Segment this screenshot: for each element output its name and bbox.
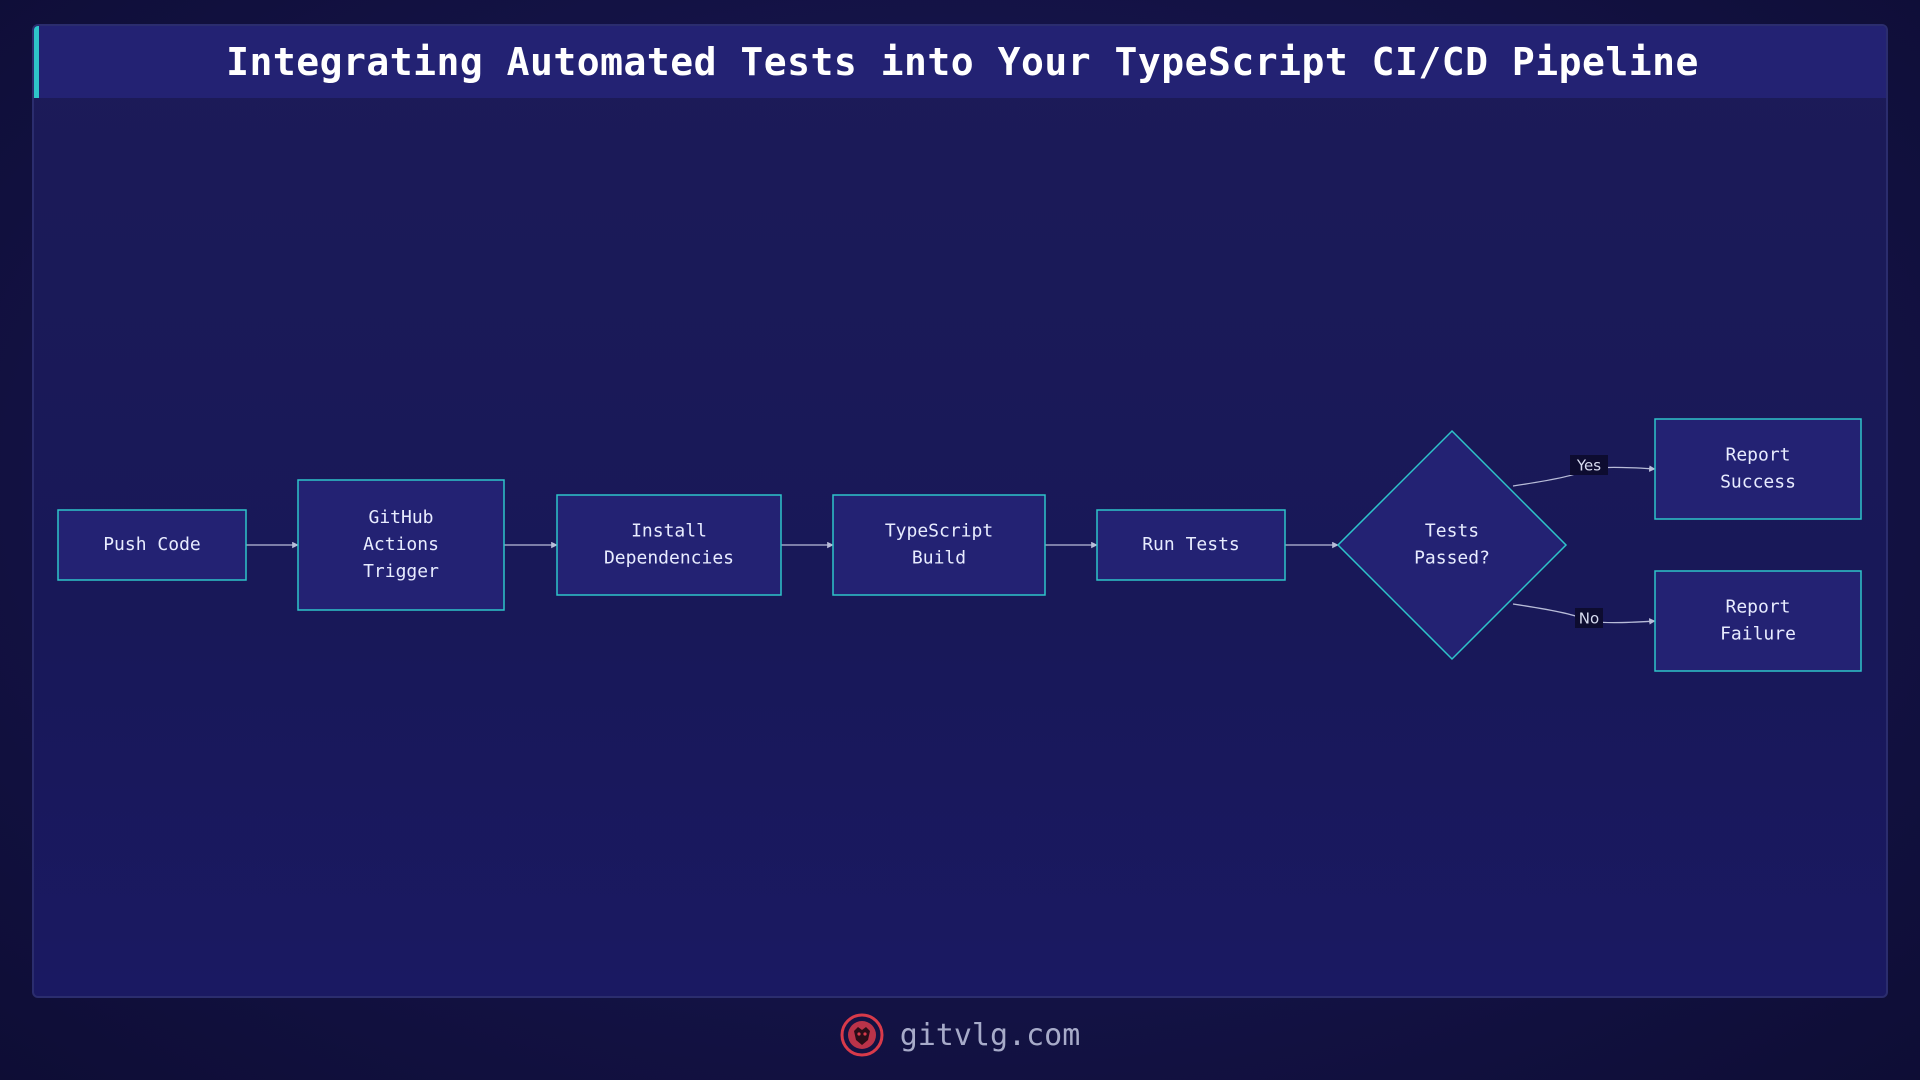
node-trigger-label: Trigger: [363, 561, 439, 582]
node-install-label: Dependencies: [604, 548, 734, 569]
node-test-shape: [1096, 509, 1286, 581]
edge-label-background: [1575, 608, 1603, 628]
node-test-label: Run Tests: [1142, 534, 1240, 555]
node-build-label: TypeScript: [885, 521, 993, 542]
node-failure-label: Failure: [1720, 624, 1796, 645]
edge-label-background: [1570, 455, 1608, 475]
node-failure-shape: [1654, 570, 1862, 672]
edge-decision-success: Yes: [1512, 455, 1656, 487]
node-success-label: Success: [1720, 472, 1796, 493]
node-push-shape: [57, 509, 247, 581]
footer-site: gitvlg.com: [899, 1017, 1081, 1053]
title-bar: Integrating Automated Tests into Your Ty…: [34, 26, 1886, 98]
edge-label: Yes: [1576, 457, 1601, 475]
node-failure-label: Report: [1725, 597, 1790, 618]
node-success-label: Report: [1725, 445, 1790, 466]
edge-label: No: [1579, 610, 1599, 628]
node-install-label: Install: [631, 521, 707, 542]
node-trigger-label: GitHub: [368, 507, 433, 528]
node-build-label: Build: [912, 548, 966, 569]
node-decision-shape: [1336, 429, 1568, 661]
edge-decision-failure: No: [1512, 603, 1656, 628]
node-success-shape: [1654, 418, 1862, 520]
node-decision-label: Passed?: [1414, 548, 1490, 569]
node-test: Run Tests: [1096, 509, 1286, 581]
node-trigger-shape: [297, 479, 505, 611]
page-title: Integrating Automated Tests into Your Ty…: [226, 40, 1699, 84]
node-decision-label: Tests: [1425, 521, 1479, 542]
footer: gitvlg.com: [0, 1010, 1920, 1060]
lion-logo-icon: [840, 1013, 884, 1057]
node-trigger-label: Actions: [363, 534, 439, 555]
node-install-shape: [556, 494, 782, 596]
node-push-label: Push Code: [103, 534, 201, 555]
node-build-shape: [832, 494, 1046, 596]
node-push: Push Code: [57, 509, 247, 581]
